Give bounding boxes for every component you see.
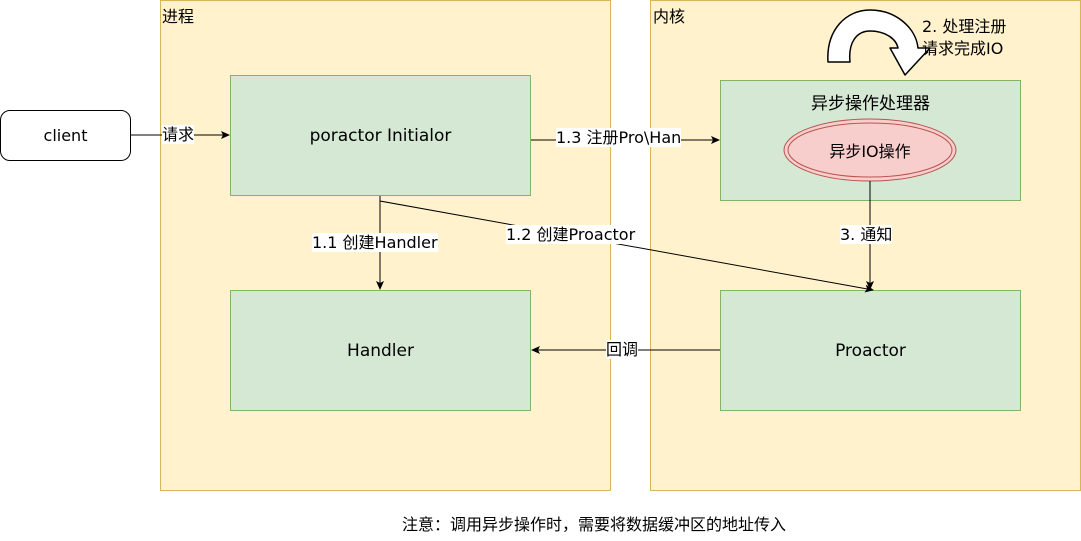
footnote: 注意：调用异步操作时，需要将数据缓冲区的地址传入 [402,515,787,534]
initiator-node: poractor Initialor [230,75,531,196]
client-node: client [0,110,131,161]
label-callback: 回调 [606,340,639,360]
label-request: 请求 [162,125,195,145]
initiator-label: poractor Initialor [309,125,452,146]
kernel-container-title: 内核 [653,7,686,26]
handler-label: Handler [347,340,414,361]
label-create-handler: 1.1 创建Handler [312,233,438,253]
proactor-label: Proactor [835,340,906,361]
label-process-register-1: 2. 处理注册 [922,17,1007,36]
label-notify: 3. 通知 [840,225,893,245]
async-processor-label: 异步操作处理器 [811,94,930,114]
label-process-register-2: 请求完成IO [922,39,1004,58]
kernel-container [650,0,1081,491]
handler-node: Handler [230,290,531,411]
process-container-title: 进程 [162,7,195,26]
label-create-proactor: 1.2 创建Proactor [506,225,636,245]
async-io-text: 异步IO操作 [829,142,911,161]
async-io-label: 异步IO操作 [784,134,956,166]
label-register: 1.3 注册Pro\Han [556,128,682,148]
proactor-node: Proactor [720,290,1021,411]
client-label: client [43,126,88,145]
